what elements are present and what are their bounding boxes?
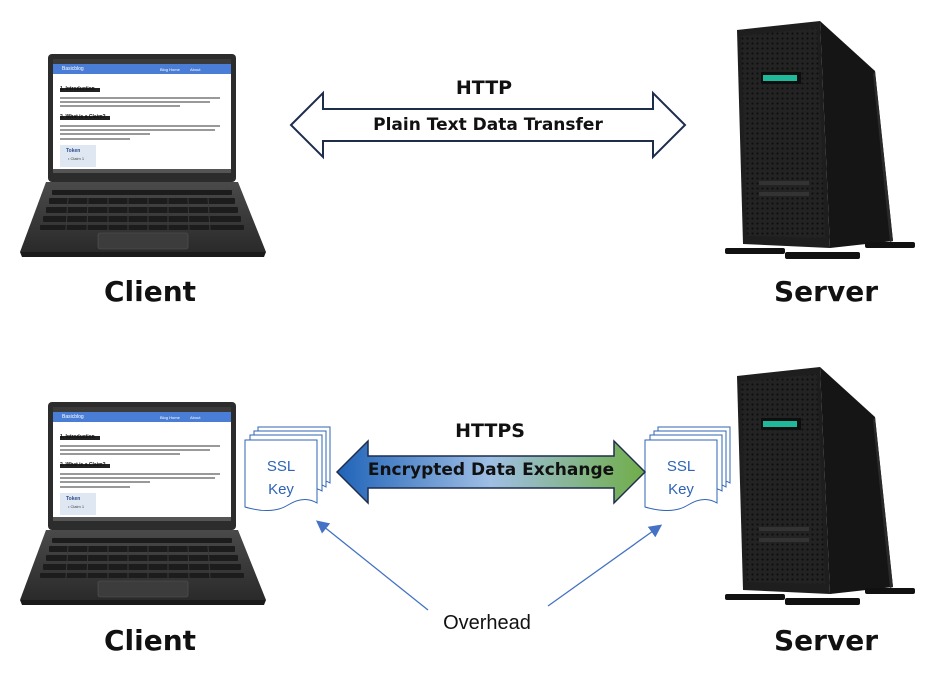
laptop-screen-token-bottom: Token [66,496,81,502]
laptop-screen-nav-blog-home: Blog Home [160,67,180,72]
http-protocol-label: HTTP [455,77,513,99]
server-label-top: Server [773,275,878,308]
https-arrow-text: Encrypted Data Exchange [367,460,615,480]
laptop-screen-nav-about-bottom: About [190,415,201,420]
laptop-screen-token: Token [66,148,81,154]
server-label-bottom: Server [773,624,878,657]
ssl-key-right-line1: SSL [666,458,696,475]
laptop-screen-token-claim-bottom: • Claim 1 [68,504,85,509]
laptop-screen-heading-2-bottom: 2. What is a Claim? [60,462,106,468]
laptop-screen-heading-1: 1. Introduction [60,86,95,92]
http-double-arrow [289,90,687,160]
ssl-key-left-line2: Key [268,481,294,498]
ssl-key-right-line2: Key [668,481,694,498]
laptop-screen-token-claim: • Claim 1 [68,156,85,161]
server-tower-image-bottom [725,367,915,605]
https-double-arrow [335,439,647,505]
client-label-bottom: Client [103,624,197,657]
laptop-screen-app-name: Basicblog [62,66,84,72]
ssl-key-document-left [244,426,331,511]
laptop-screen-heading-2: 2. What is a Claim? [60,114,106,120]
server-tower-image [725,21,915,259]
overhead-label: Overhead [443,612,531,634]
laptop-screen-nav-blog-home-bottom: Blog Home [160,415,180,420]
client-laptop-image-bottom [20,402,266,605]
laptop-screen-nav-about: About [190,67,201,72]
laptop-screen-app-name-bottom: Basicblog [62,414,84,420]
https-protocol-label: HTTPS [455,420,525,442]
client-laptop-image [20,54,266,257]
laptop-screen-heading-1-bottom: 1. Introduction [60,434,95,440]
ssl-key-left-line1: SSL [266,458,296,475]
http-arrow-text: Plain Text Data Transfer [373,115,603,135]
client-label-top: Client [103,275,197,308]
ssl-key-document-right [644,426,731,511]
